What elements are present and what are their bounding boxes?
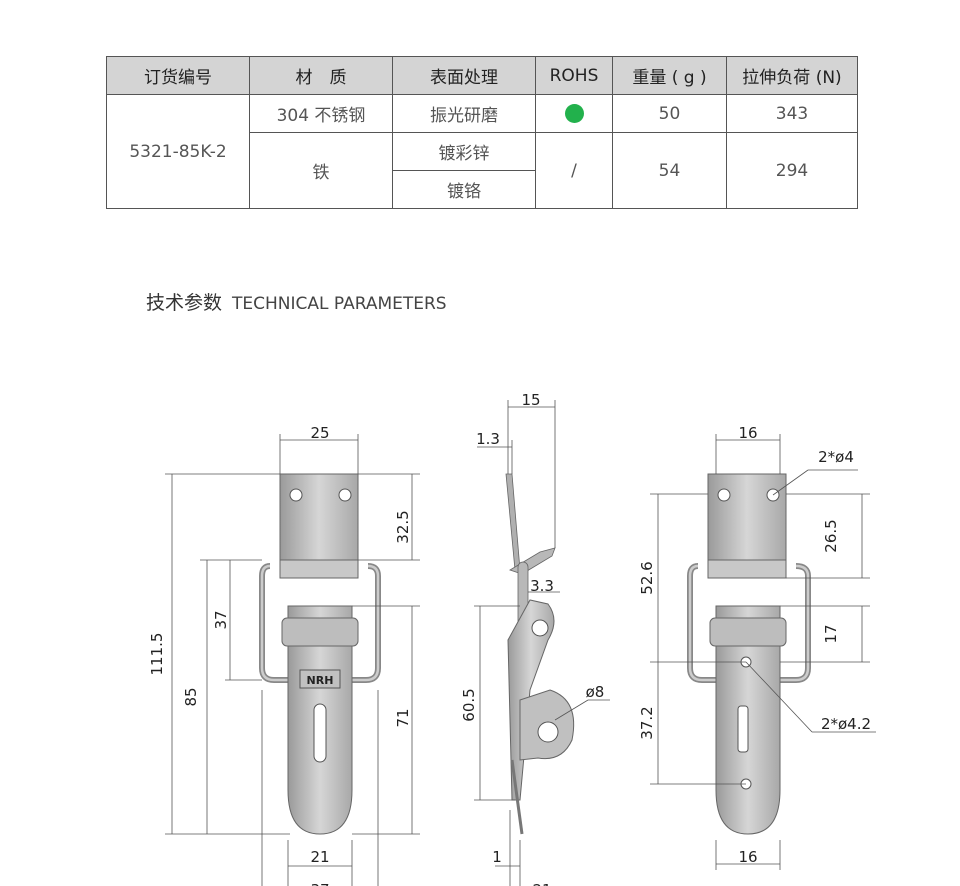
back-view: 16 2*ø4 52.6 26.5 17 37.2 2*ø4.2 16: [638, 424, 876, 870]
dim-label: 2*ø4.2: [821, 715, 871, 733]
dim-label: 2*ø4: [818, 448, 854, 466]
dim-label: 1: [492, 848, 502, 866]
col-header-weight: 重量 ( g ): [612, 56, 727, 95]
dim-label: 32.5: [394, 510, 412, 543]
section-title: 技术参数 TECHNICAL PARAMETERS: [146, 288, 447, 315]
dim-label: 15: [521, 391, 540, 409]
dim-label: 60.5: [460, 688, 478, 721]
dim-label: 21: [310, 848, 329, 866]
dim-label: 3.3: [530, 577, 554, 595]
dim-label: 16: [738, 424, 757, 442]
dim-label: 52.6: [638, 561, 656, 594]
table-header-row: 订货编号 材 质 表面处理 ROHS 重量 ( g ) 拉伸负荷 (N): [106, 56, 858, 95]
table-row: 5321-85K-2 304 不锈钢 振光研磨 50 343: [106, 94, 858, 209]
finish-cell: 镀铬: [392, 170, 536, 209]
order-no-cell: 5321-85K-2: [106, 94, 250, 209]
table-row: 镀铬: [107, 170, 858, 209]
dim-label: 71: [394, 708, 412, 727]
dim-label: 26.5: [822, 519, 840, 552]
dim-label: ø8: [586, 683, 605, 701]
load-cell: 294: [726, 132, 858, 209]
col-header-load: 拉伸负荷 (N): [726, 56, 858, 95]
dim-label: 85: [182, 687, 200, 706]
finish-cell: 振光研磨: [392, 94, 536, 133]
front-view: NRH 25 111.5 85 37 32.5 71 21 37: [148, 424, 420, 886]
material-cell: 铁: [249, 132, 393, 209]
dim-label: 21: [532, 881, 551, 886]
dim-label: 37: [310, 881, 329, 886]
dim-label: 111.5: [148, 633, 166, 676]
rohs-cell: /: [535, 132, 613, 209]
nrh-logo: NRH: [307, 674, 334, 687]
dim-label: 17: [822, 624, 840, 643]
section-title-en: TECHNICAL PARAMETERS: [232, 294, 447, 314]
dim-label: 25: [310, 424, 329, 442]
green-dot-icon: [564, 104, 584, 123]
dim-label: 37: [212, 610, 230, 629]
material-cell: 304 不锈钢: [249, 94, 393, 133]
side-view: 15 1.3 3.3 60.5 ø8 1 21: [460, 391, 610, 886]
dim-label: 1.3: [476, 430, 500, 448]
section-title-cn: 技术参数: [146, 292, 223, 314]
spec-table: 订货编号 材 质 表面处理 ROHS 重量 ( g ) 拉伸负荷 (N) 532…: [106, 56, 858, 209]
dim-label: 37.2: [638, 706, 656, 739]
col-header-order-no: 订货编号: [106, 56, 250, 95]
weight-cell: 54: [612, 132, 727, 209]
dim-label: 16: [738, 848, 757, 866]
table-row: 铁 镀彩锌 / 54 294: [107, 132, 858, 209]
finish-cell: 镀彩锌: [392, 132, 536, 171]
weight-cell: 50: [612, 94, 727, 133]
load-cell: 343: [726, 94, 858, 133]
